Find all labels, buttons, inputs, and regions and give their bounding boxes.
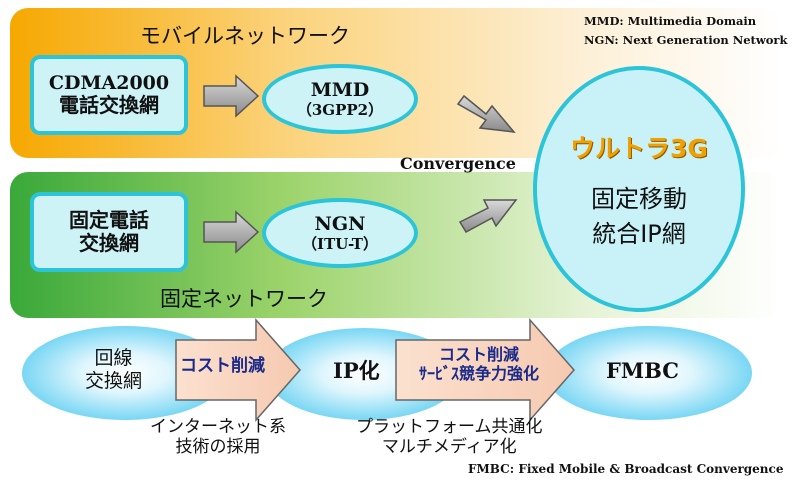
arrow-ngn-to-ultra bbox=[458, 199, 518, 233]
circuit-switch-line2: 交換網 bbox=[85, 369, 143, 392]
arrow1-label: コスト削減 bbox=[180, 356, 265, 376]
caption1-line2: 技術の採用 bbox=[175, 437, 261, 458]
arrow-mmd-to-ultra bbox=[456, 94, 516, 133]
mmd-label: MMD bbox=[310, 78, 370, 101]
mmd-note: MMD: Multimedia Domain bbox=[584, 14, 757, 28]
cdma2000-box: CDMA2000 電話交換網 bbox=[30, 55, 188, 135]
arrow-fixed-to-ngn bbox=[203, 210, 260, 254]
arrow-ip-to-fmbc bbox=[395, 318, 575, 422]
caption-platform: プラットフォーム共通化 マルチメディア化 bbox=[356, 417, 543, 458]
arrow2-label: コスト削減 ｻｰﾋﾞｽ競争力強化 bbox=[404, 345, 554, 383]
fixed-phone-label: 固定電話 bbox=[69, 208, 149, 232]
ultra3g-line2: 統合IP網 bbox=[592, 220, 686, 248]
ngn-note: NGN: Next Generation Network bbox=[584, 33, 788, 47]
mobile-network-title: モバイルネットワーク bbox=[140, 24, 350, 48]
circuit-switch-label: 回線 交換網 bbox=[85, 347, 142, 393]
caption1-line1: インターネット系 bbox=[150, 417, 286, 437]
convergence-label: Convergence bbox=[400, 154, 516, 173]
mmd-sublabel: （3GPP2） bbox=[296, 101, 384, 120]
arrow2-label-line2: ｻｰﾋﾞｽ競争力強化 bbox=[418, 364, 539, 384]
fixed-phone-box: 固定電話 交換網 bbox=[30, 192, 188, 272]
caption2-line1: プラットフォーム共通化 bbox=[356, 417, 543, 437]
caption2-line2: マルチメディア化 bbox=[381, 437, 517, 458]
ngn-sublabel: （ITU-T） bbox=[302, 235, 378, 254]
cdma2000-label: CDMA2000 bbox=[48, 71, 170, 94]
fmbc-note: FMBC: Fixed Mobile & Broadcast Convergen… bbox=[468, 462, 784, 476]
arrow2-label-line1: コスト削減 bbox=[438, 345, 519, 364]
circuit-switch-line1: 回線 bbox=[94, 347, 133, 369]
fixed-network-title: 固定ネットワーク bbox=[160, 287, 328, 311]
caption-internet-tech: インターネット系 技術の採用 bbox=[150, 417, 286, 458]
fmbc-blob bbox=[546, 326, 752, 420]
ultra3g-line1: 固定移動 bbox=[591, 185, 687, 213]
ultra3g-title: ウルトラ3G bbox=[570, 134, 708, 163]
arrow-cdma-to-mmd bbox=[203, 74, 260, 118]
ultra3g-oval: ウルトラ3G 固定移動 統合IP網 bbox=[533, 66, 745, 312]
mmd-oval: MMD （3GPP2） bbox=[262, 64, 418, 134]
fixed-phone-sublabel: 交換網 bbox=[79, 231, 139, 255]
cdma2000-sublabel: 電話交換網 bbox=[59, 93, 159, 118]
ip-label: IP化 bbox=[333, 358, 380, 383]
fmbc-label: FMBC bbox=[606, 358, 680, 383]
ngn-label: NGN bbox=[314, 212, 366, 235]
ngn-oval: NGN （ITU-T） bbox=[262, 198, 418, 268]
arrow-circuit-to-ip bbox=[175, 318, 301, 422]
